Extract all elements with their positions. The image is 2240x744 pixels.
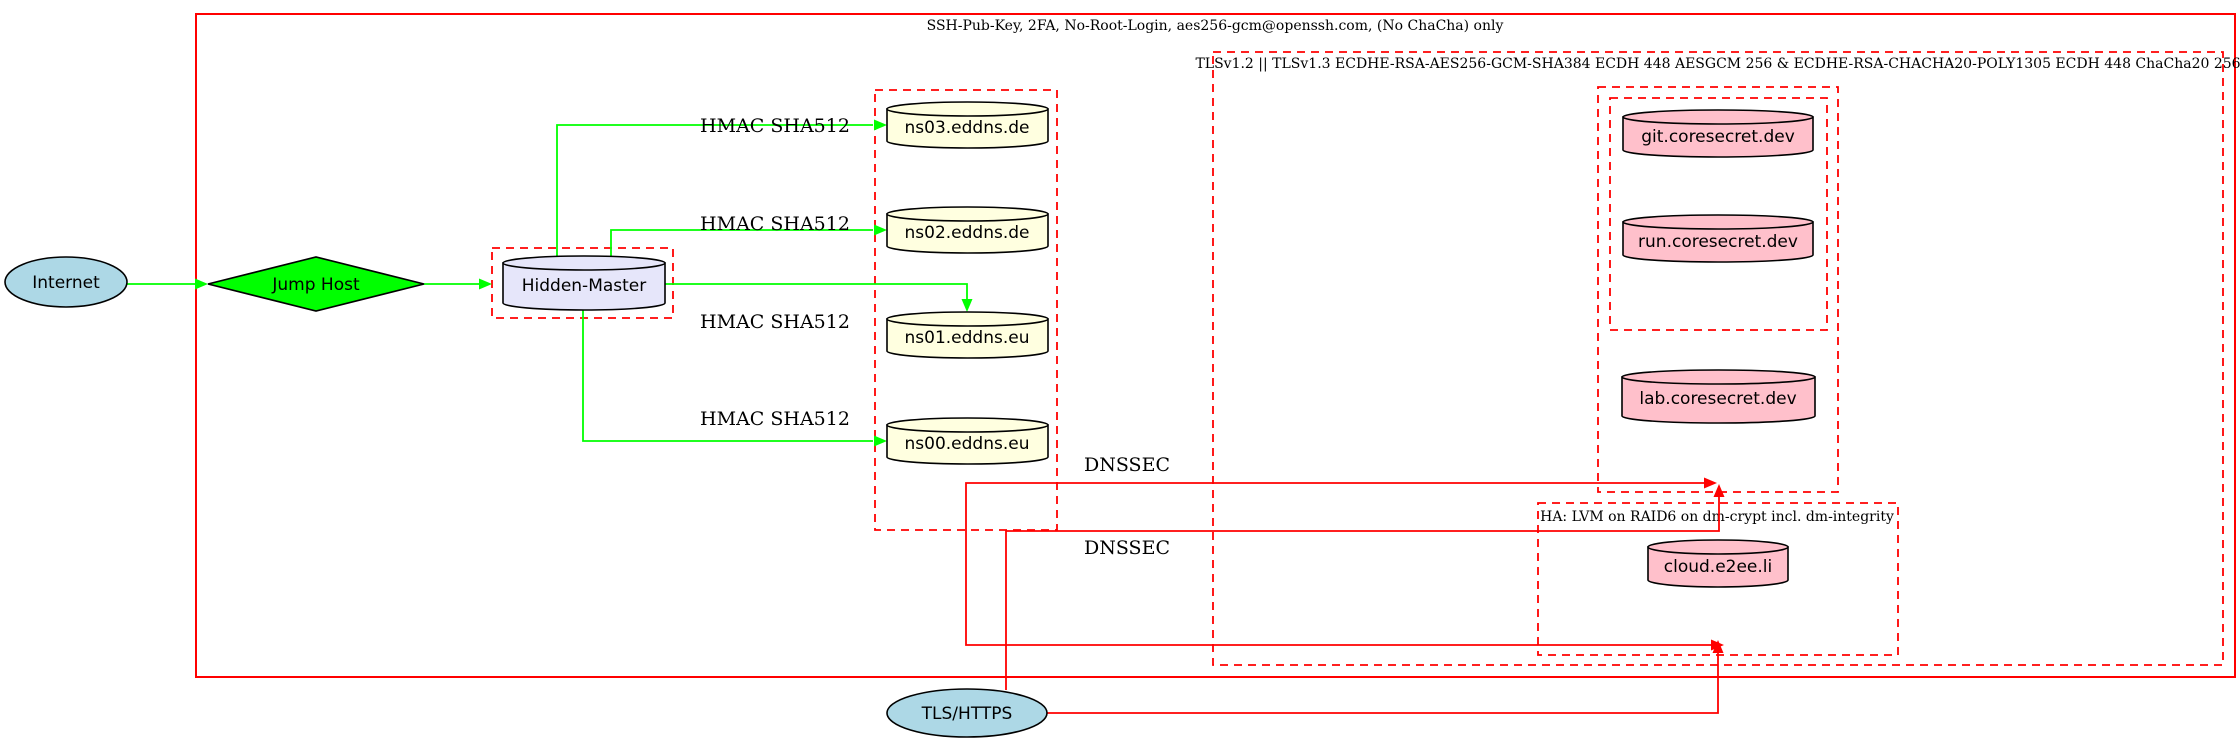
cylinder-shape: [1647, 539, 1789, 555]
edge-dnssec-to-coresecret: [965, 477, 1717, 530]
cylinder-shape: [502, 255, 666, 271]
cylinder-shape: [502, 262, 666, 311]
node-jump-host: Jump Host: [207, 256, 425, 312]
edge-hiddenmaster-to-ns00: [582, 303, 887, 447]
node-ns00: ns00.eddns.eu: [886, 417, 1049, 465]
node-run-coresecret: run.coresecret.dev: [1622, 214, 1814, 263]
tls-cluster-label: TLSv1.2 || TLSv1.3 ECDHE-RSA-AES256-GCM-…: [1195, 56, 2240, 72]
cylinder-shape: [886, 311, 1049, 327]
outer-ssh-cluster-label: SSH-Pub-Key, 2FA, No-Root-Login, aes256-…: [927, 18, 1504, 34]
node-lab-coresecret: lab.coresecret.dev: [1621, 369, 1816, 424]
cylinder-shape: [886, 101, 1049, 117]
edge-dnssec-to-ha: [965, 530, 1724, 651]
cylinder-shape: [1621, 376, 1816, 424]
edge-hiddenmaster-to-ns03: [556, 119, 887, 262]
node-git-coresecret: git.coresecret.dev: [1622, 109, 1814, 158]
cylinder-shape: [1622, 214, 1814, 230]
node-internet: Internet: [4, 256, 128, 308]
node-ns01: ns01.eddns.eu: [886, 311, 1049, 359]
edge-hiddenmaster-to-ns01: [665, 283, 973, 312]
node-ns02-label: ns02.eddns.de: [905, 223, 1030, 243]
ha-cluster-label: HA: LVM on RAID6 on dm-crypt incl. dm-in…: [1540, 509, 1894, 525]
node-run-label: run.coresecret.dev: [1638, 232, 1798, 252]
edge-hiddenmaster-to-ns02: [610, 224, 887, 262]
node-ns02: ns02.eddns.de: [886, 206, 1049, 254]
cylinder-shape: [886, 108, 1049, 149]
edge-tlshttps-to-ha: [1047, 640, 1724, 714]
node-jump-host-label: Jump Host: [271, 275, 360, 295]
node-lab-label: lab.coresecret.dev: [1639, 389, 1796, 409]
edge-internet-to-jumphost: [127, 278, 208, 290]
cylinder-shape: [886, 318, 1049, 359]
edge-jumphost-to-hiddenmaster: [424, 278, 492, 290]
edge-label-hmac-ns00: HMAC SHA512: [700, 408, 850, 430]
node-ns03: ns03.eddns.de: [886, 101, 1049, 149]
edge-label-hmac-ns01: HMAC SHA512: [700, 311, 850, 333]
cylinder-shape: [1621, 369, 1816, 385]
node-cloud-label: cloud.e2ee.li: [1664, 557, 1772, 577]
edge-label-hmac-ns02: HMAC SHA512: [700, 213, 850, 235]
cylinder-shape: [1647, 546, 1789, 588]
cylinder-shape: [886, 424, 1049, 465]
cylinder-shape: [1622, 221, 1814, 263]
cylinder-shape: [886, 206, 1049, 222]
edge-tlshttps-to-coresecret: [1005, 484, 1725, 690]
node-ns00-label: ns00.eddns.eu: [905, 434, 1030, 454]
edge-label-dnssec-2: DNSSEC: [1084, 537, 1170, 559]
cylinder-shape: [1622, 109, 1814, 125]
node-ns01-label: ns01.eddns.eu: [905, 328, 1030, 348]
edge-label-hmac-ns03: HMAC SHA512: [700, 115, 850, 137]
node-hidden-master-label: Hidden-Master: [522, 276, 647, 296]
node-hidden-master: Hidden-Master: [502, 255, 666, 311]
coresecret-outer-cluster-border: [1597, 86, 1839, 493]
node-tls-https-label: TLS/HTTPS: [921, 704, 1013, 724]
node-ns03-label: ns03.eddns.de: [905, 118, 1030, 138]
node-internet-label: Internet: [32, 273, 100, 293]
outer-ssh-cluster-border: [195, 13, 2236, 678]
cylinder-shape: [886, 417, 1049, 433]
cylinder-shape: [1622, 116, 1814, 158]
eddns-cluster-border: [874, 89, 1058, 531]
node-cloud-e2ee: cloud.e2ee.li: [1647, 539, 1789, 588]
cylinder-shape: [886, 213, 1049, 254]
node-tls-https: TLS/HTTPS: [886, 688, 1048, 738]
edge-label-dnssec-1: DNSSEC: [1084, 454, 1170, 476]
node-git-label: git.coresecret.dev: [1641, 127, 1795, 147]
